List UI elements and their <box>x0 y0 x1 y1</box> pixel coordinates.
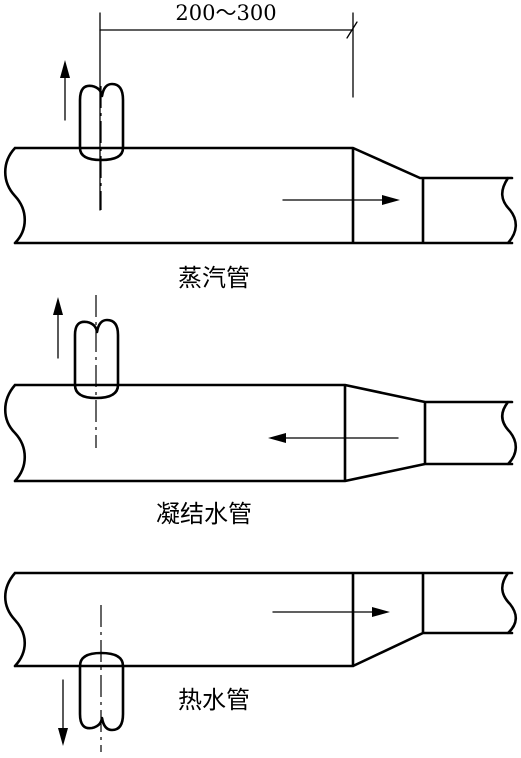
dimension-annotation: 200～300 <box>99 1 358 211</box>
condensate-branch-arrowhead <box>53 297 63 315</box>
steam-flow-arrowhead <box>382 195 400 205</box>
hot-water-branch-pipe <box>78 651 125 732</box>
hot-water-pipe: 热水管 <box>3 571 518 752</box>
hot-water-branch-arrowhead <box>58 728 68 746</box>
condensate-flow-arrowhead <box>268 433 286 443</box>
dimension-text: 200～300 <box>175 1 276 25</box>
condensate-pipe: 凝结水管 <box>3 295 518 528</box>
steam-pipe: 蒸汽管 <box>3 60 518 292</box>
steam-branch-pipe <box>78 82 125 162</box>
condensate-main-pipe <box>3 383 518 483</box>
hot-water-flow-arrowhead <box>372 607 390 617</box>
dimension-tick <box>346 21 358 39</box>
condensate-pipe-label: 凝结水管 <box>156 500 252 528</box>
hot-water-main-pipe <box>3 571 518 668</box>
condensate-branch-pipe <box>73 318 120 400</box>
steam-pipe-label: 蒸汽管 <box>178 264 250 292</box>
steam-branch-arrowhead <box>60 60 70 78</box>
hot-water-pipe-label: 热水管 <box>178 686 250 714</box>
steam-main-pipe <box>3 146 518 245</box>
